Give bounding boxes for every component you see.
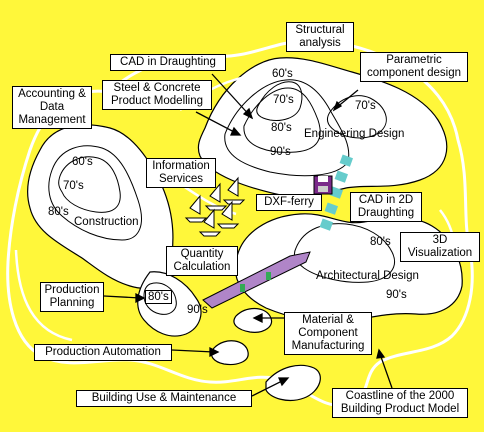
floppy-disk-icon [313,175,333,195]
maintenance-islet [265,364,321,402]
label-structural-analysis: Structural analysis [286,22,354,52]
label-accounting-data-management: Accounting & Data Management [12,86,92,129]
era-60s: 60's [72,156,93,168]
era-90s: 90's [187,304,208,316]
bridge [202,251,311,309]
label-material-component-manufacturing: Material & Component Manufacturing [284,312,372,355]
label-production-planning: Production Planning [40,282,104,312]
region-construction: Construction [74,216,139,228]
pointer-arrows [103,73,393,397]
era-70s: 70's [63,180,84,192]
label-production-automation: Production Automation [34,344,172,361]
label-quantity-calculation: Quantity Calculation [166,246,238,276]
label-cad-2d-draughting: CAD in 2D Draughting [350,192,422,222]
era-80s: 80's [48,206,69,218]
automation-islet [211,340,249,366]
era-80s: 80's [145,290,172,304]
engineering-island [197,57,448,198]
era-90s: 90's [270,146,291,158]
era-70s: 70's [355,100,376,112]
label-dxf-ferry: DXF-ferry [256,194,322,211]
era-80s: 80's [370,236,391,248]
era-70s: 70's [273,94,294,106]
label-3d-visualization: 3D Visualization [400,232,480,262]
region-engineering-design: Engineering Design [304,128,405,140]
sailing-ships-icon [184,176,246,237]
era-60s: 60's [272,68,293,80]
label-cad-in-draughting: CAD in Draughting [110,54,226,71]
era-80s: 80's [271,122,292,134]
region-architectural-design: Architectural Design [316,270,419,282]
ferry-route [319,154,354,231]
label-information-services: Information Services [146,158,216,188]
label-steel-concrete-modelling: Steel & Concrete Product Modelling [102,80,212,110]
label-coastline-2000: Coastline of the 2000 Building Product M… [332,388,468,418]
era-90s: 90's [386,289,407,301]
label-building-use-maintenance: Building Use & Maintenance [76,390,252,407]
label-parametric-component-design: Parametric component design [360,52,468,82]
